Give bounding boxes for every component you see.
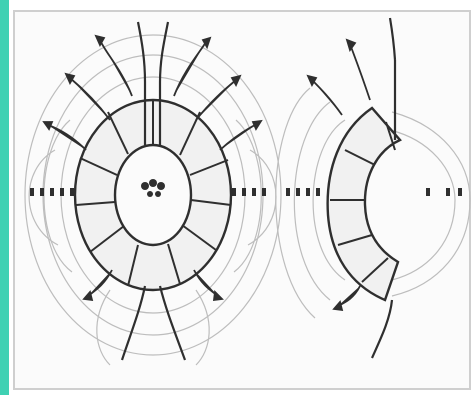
right-axis xyxy=(286,188,462,196)
right-half-ring xyxy=(328,108,400,300)
left-diagram xyxy=(25,22,281,365)
right-top-lead xyxy=(390,18,395,140)
right-diagram xyxy=(276,18,470,358)
left-bottom-leads xyxy=(122,286,185,360)
right-bottom-lead xyxy=(372,300,392,358)
